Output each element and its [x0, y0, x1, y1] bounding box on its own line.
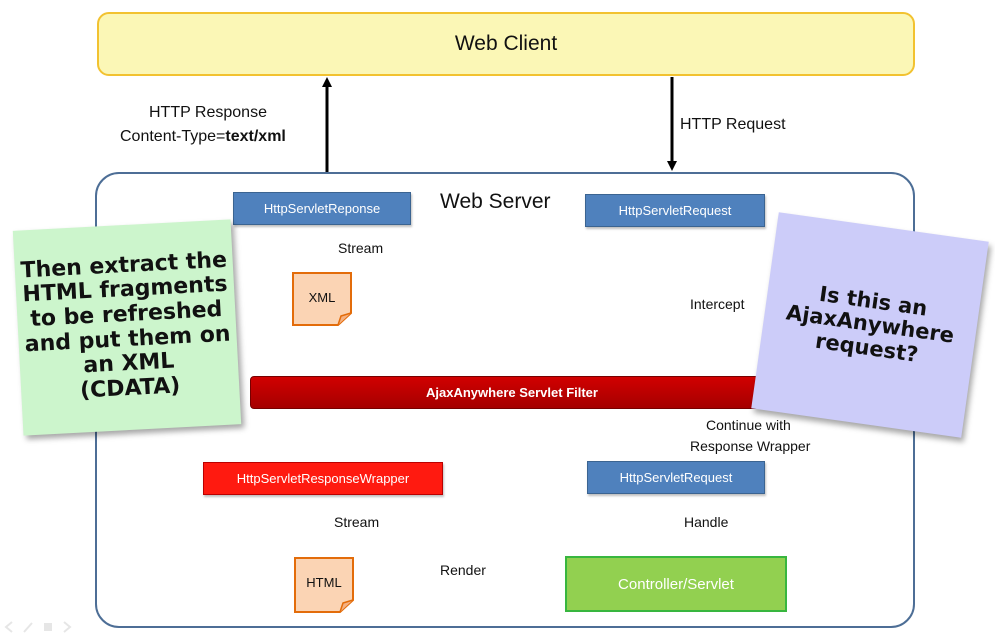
pen-icon — [23, 622, 33, 633]
web-server-title: Web Server — [440, 190, 551, 213]
next-slide-icon — [63, 621, 72, 633]
slide-controls[interactable] — [2, 620, 82, 634]
sticky-note-extract-text: Then extract the HTML fragments to be re… — [20, 247, 234, 406]
document-icon — [292, 272, 352, 326]
response-wrapper-label: HttpServletResponseWrapper — [236, 471, 410, 486]
controller-servlet-box: Controller/Servlet — [565, 556, 787, 612]
sticky-note-question-text: Is this an AjaxAnywhere request? — [781, 278, 958, 371]
handle-label: Handle — [684, 514, 729, 530]
http-response-label: HTTP Response — [149, 104, 267, 121]
xml-document-label: XML — [308, 290, 336, 305]
servlet-request-top-label: HttpServletRequest — [618, 203, 732, 218]
stream-bottom-label: Stream — [334, 514, 380, 530]
stream-top-label: Stream — [338, 240, 384, 256]
prev-slide-icon — [4, 621, 13, 633]
content-type-value: text/xml — [225, 128, 286, 145]
controller-label: Controller/Servlet — [618, 575, 734, 593]
ajaxanywhere-filter-bar: AjaxAnywhere Servlet Filter — [250, 376, 774, 409]
continue-label-line2: Response Wrapper — [690, 438, 811, 454]
servlet-request-top-box: HttpServletRequest — [585, 194, 765, 227]
xml-document: XML — [292, 272, 352, 326]
intercept-label: Intercept — [690, 296, 745, 312]
web-client-label: Web Client — [454, 32, 558, 55]
sticky-note-question: Is this an AjaxAnywhere request? — [751, 212, 989, 438]
html-document: HTML — [294, 557, 354, 613]
continue-label-line1: Continue with — [706, 417, 791, 433]
servlet-request-bottom-label: HttpServletRequest — [619, 470, 733, 485]
servlet-request-bottom-box: HttpServletRequest — [587, 461, 765, 494]
menu-icon — [44, 623, 52, 631]
filter-label: AjaxAnywhere Servlet Filter — [426, 385, 598, 400]
servlet-response-label: HttpServletReponse — [263, 201, 381, 216]
response-wrapper-box: HttpServletResponseWrapper — [203, 462, 443, 495]
sticky-note-extract: Then extract the HTML fragments to be re… — [12, 219, 242, 436]
document-icon — [294, 557, 354, 613]
render-label: Render — [440, 562, 486, 578]
web-client-box: Web Client — [97, 12, 915, 76]
http-request-label: HTTP Request — [680, 116, 786, 133]
content-type-label: Content-Type=text/xml — [120, 128, 286, 146]
html-document-label: HTML — [306, 575, 342, 590]
servlet-response-box: HttpServletReponse — [233, 192, 411, 225]
content-type-prefix: Content-Type= — [120, 128, 226, 145]
